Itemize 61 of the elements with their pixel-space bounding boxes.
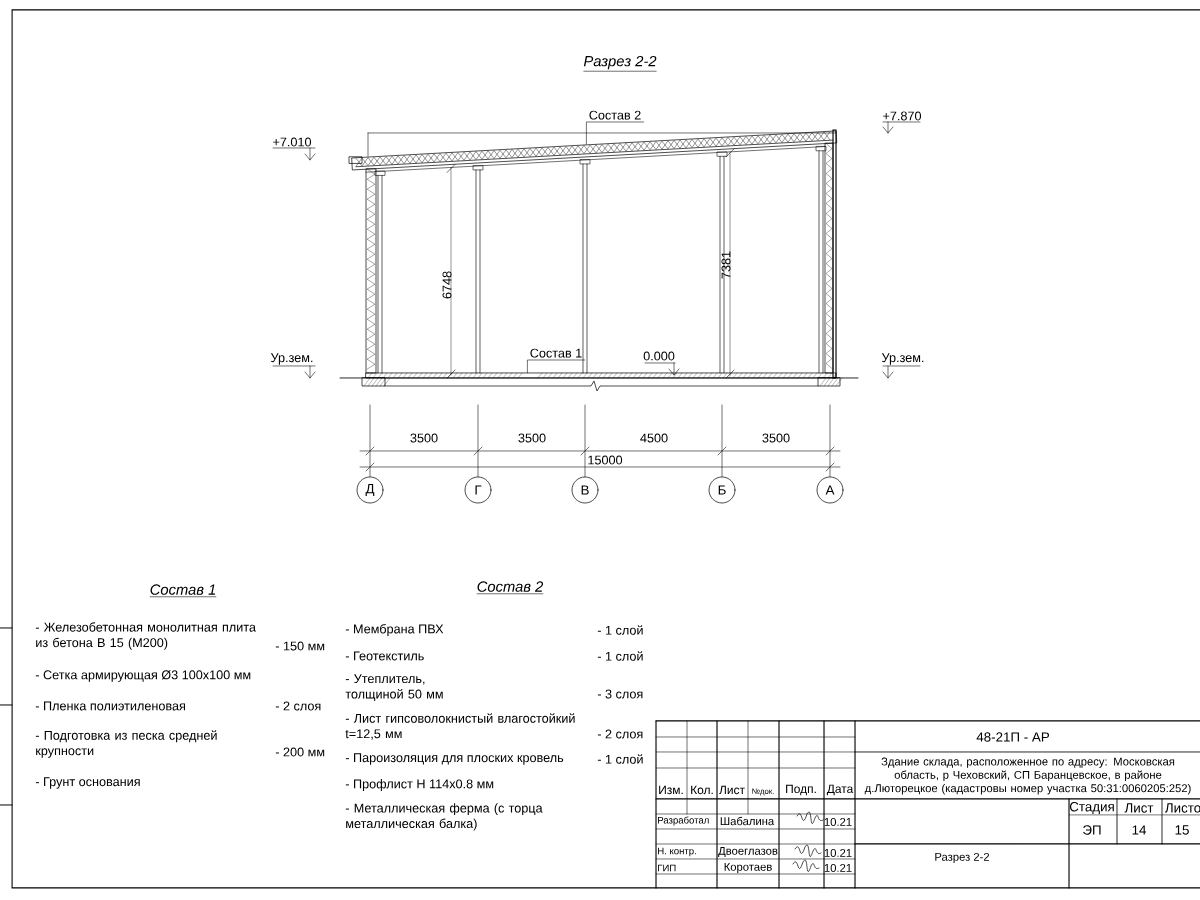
- title-block-text: Кол.: [691, 785, 713, 795]
- title-block-text: Разрез 2-2: [935, 852, 990, 864]
- list-item: - Подготовка из песка средней крупности: [35, 730, 217, 758]
- dimension-text: 7381: [721, 251, 731, 279]
- title-block-text: Двоеглазов: [718, 847, 778, 857]
- title-block-text: 10.21: [824, 849, 852, 857]
- list-item: - Профлист Н 114х0.8 мм: [345, 779, 494, 791]
- level-label: +7.870: [883, 111, 922, 121]
- leader-line: [586, 121, 644, 145]
- callout-label: Состав 1: [530, 348, 582, 358]
- callout-label: Состав 2: [589, 110, 641, 120]
- roof-slab: [351, 130, 837, 171]
- quantity-text: - 3 слоя: [597, 689, 643, 699]
- drawing-title: Разрез 2-2: [583, 55, 657, 72]
- list-item: - Пленка полиэтиленовая: [35, 701, 185, 711]
- list-item: - Пароизоляция для плоских кровель: [345, 753, 564, 765]
- title-block-text: Изм.: [659, 785, 683, 795]
- title-block-text: 15: [1175, 825, 1189, 835]
- title-block-text: Н. контр.: [658, 847, 696, 857]
- dimension-text: 6748: [442, 271, 452, 299]
- title-block-text: 10.21: [824, 818, 852, 826]
- title-block-text: 10.21: [824, 864, 852, 872]
- title-block-text: 14: [1132, 825, 1147, 835]
- list-item: - Грунт основания: [35, 777, 140, 789]
- list-item: - Лист гипсоволокнистый влагостойкий t=12,5 мм: [345, 713, 575, 740]
- quantity-text: - 150 мм: [275, 641, 325, 651]
- title-block-text: ГИП: [658, 864, 676, 872]
- quantity-text: - 1 слой: [597, 625, 643, 635]
- list-item: - Геотекстиль: [345, 651, 424, 661]
- title-block-text: Листо: [1164, 803, 1200, 813]
- quantity-text: - 2 слоя: [597, 729, 643, 739]
- list-item: - Металлическая ферма (с торца металлическая балка): [345, 803, 543, 831]
- section-heading: Состав 1: [149, 584, 217, 598]
- floor-slab: [365, 372, 837, 379]
- dimension-text: 3500: [518, 433, 546, 443]
- list-item: - Утеплитель, толщиной 50 мм: [345, 674, 443, 701]
- list-item: - Железобетонная монолитная плита из бетона В 15 (М200): [35, 622, 256, 650]
- title-block-text: Лист: [719, 785, 745, 795]
- list-item: - Сетка армирующая Ø3 100х100 мм: [35, 670, 251, 682]
- dimension-text: 3500: [762, 433, 790, 443]
- dimension-text: 3500: [410, 433, 438, 443]
- list-item: - Мембрана ПВХ: [345, 624, 444, 636]
- title-block-text: Коротаев: [724, 862, 772, 873]
- quantity-text: - 1 слой: [597, 651, 643, 661]
- title-block-text: Лист: [1124, 803, 1154, 813]
- level-label: Ур.зем.: [270, 353, 313, 365]
- quantity-text: - 2 слоя: [275, 701, 321, 711]
- quantity-text: - 1 слой: [597, 754, 643, 764]
- leader-line: [527, 359, 585, 373]
- title-block-text: Разработал: [658, 816, 709, 826]
- title-block-text: Подп.: [786, 784, 816, 796]
- title-block-text: Шабалина: [720, 816, 775, 826]
- title-block-text: Стадия: [1069, 802, 1114, 814]
- section-heading: Состав 2: [476, 581, 544, 595]
- quantity-text: - 200 мм: [275, 747, 325, 757]
- title-block-text: Дата: [826, 784, 854, 796]
- title-block-text: 48-21П - АР: [976, 732, 1049, 742]
- title-block-text: Здание склада, расположенное по адресу: Московская область, р Чеховский, СП Баранцевское, в районе д.Люторецкое (кадастровы номер участка 50:31:0060205:252): [864, 757, 1191, 795]
- level-label: Ур.зем.: [881, 353, 924, 365]
- title-block-text: ЭП: [1083, 825, 1101, 835]
- dimension-text: 4500: [640, 433, 668, 443]
